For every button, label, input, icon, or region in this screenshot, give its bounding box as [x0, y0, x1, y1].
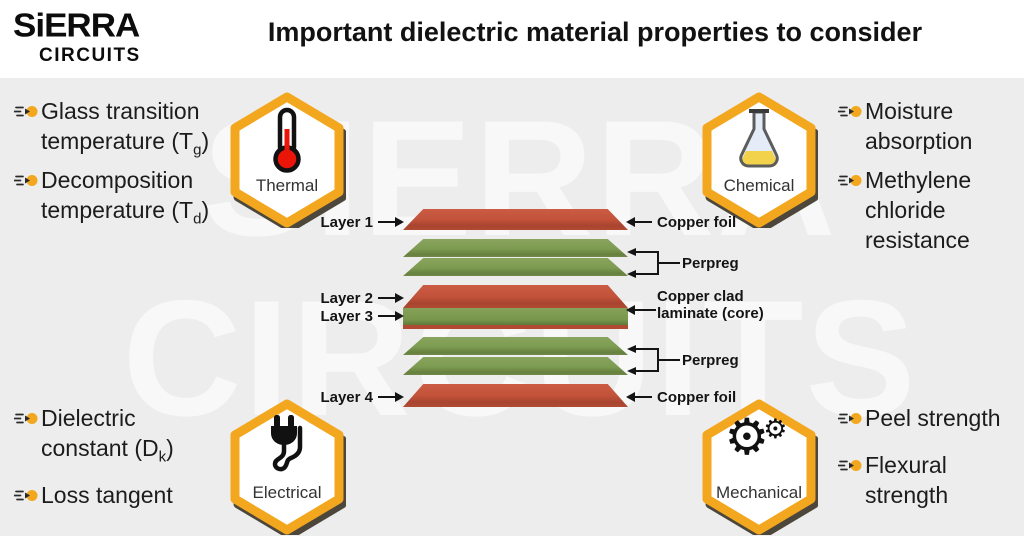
arrow-left-icon — [626, 392, 652, 402]
list-item: Moisture absorption — [837, 96, 1024, 156]
hexagon-label-mechanical: Mechanical — [716, 483, 802, 502]
sierra-circuits-logo: SiERRA CIRCUITS — [13, 8, 141, 65]
thermometer-icon — [228, 107, 346, 173]
hexagon-label-thermal: Thermal — [255, 176, 319, 195]
dart-bullet-icon — [13, 104, 38, 124]
label-perpreg-bottom: Perpreg — [682, 352, 739, 369]
dart-bullet-icon — [13, 411, 38, 431]
arrow-right-icon — [378, 311, 404, 321]
arrow-right-icon — [378, 392, 404, 402]
dart-bullet-icon — [13, 488, 38, 508]
property-text: Loss tangent — [41, 482, 173, 508]
hexagon-outline — [702, 399, 818, 535]
label-layer-1: Layer 1 — [296, 213, 404, 231]
hexagon-thermal: Thermal — [228, 92, 346, 228]
label-perpreg-top: Perpreg — [682, 255, 739, 272]
property-text: Dielectric constant (Dk) — [41, 405, 174, 466]
core-copper-top — [403, 285, 628, 308]
gears-icon: ⚙⚙ — [724, 408, 788, 466]
list-item: Methylene chloride resistance — [837, 165, 1024, 255]
arrow-left-icon — [626, 305, 656, 315]
layer1-copper-foil-sheet — [403, 209, 628, 230]
prepreg-sheet — [403, 337, 628, 355]
arrow-right-icon — [378, 293, 404, 303]
logo-text-sierra: SiERRA — [13, 6, 140, 45]
label-core: Copper clad laminate (core) — [657, 288, 764, 322]
prepreg-sheet — [403, 239, 628, 257]
hexagon-mechanical: ⚙⚙ Mechanical — [700, 399, 818, 535]
electrical-properties-list: Dielectric constant (Dk) Loss tangent — [13, 403, 244, 519]
list-item: Decomposition temperature (Td) — [13, 165, 244, 228]
page-title: Important dielectric material properties… — [267, 17, 923, 47]
label-layer-2: Layer 2 — [296, 289, 404, 307]
flask-icon — [700, 107, 818, 171]
dart-bullet-icon — [13, 173, 38, 193]
list-item: Dielectric constant (Dk) — [13, 403, 244, 466]
power-plug-icon — [228, 414, 346, 478]
arrow-left-icon — [626, 217, 652, 227]
core-laminate-body — [403, 308, 628, 325]
label-copper-foil-top: Copper foil — [626, 213, 736, 231]
logo-text-circuits: CIRCUITS — [39, 45, 141, 66]
hexagon-electrical: Electrical — [228, 399, 346, 535]
perpreg-bracket-top — [627, 248, 680, 278]
thermal-properties-list: Glass transition temperature (Tg) Decomp… — [13, 96, 244, 234]
hexagon-label-electrical: Electrical — [252, 483, 322, 502]
property-text: Decomposition temperature (Td) — [41, 167, 210, 228]
hexagon-chemical: Chemical — [700, 92, 818, 228]
prepreg-sheet — [403, 357, 628, 375]
property-text: Methylene chloride resistance — [865, 167, 972, 253]
dart-bullet-icon — [837, 458, 862, 478]
label-layer-4: Layer 4 — [296, 388, 404, 406]
dart-bullet-icon — [837, 173, 862, 193]
layer4-copper-foil-sheet — [403, 384, 628, 407]
dart-bullet-icon — [837, 104, 862, 124]
core-copper-bottom — [403, 325, 628, 329]
perpreg-bracket-bottom — [627, 345, 680, 375]
list-item: Peel strength — [837, 403, 1024, 433]
hexagon-label-chemical: Chemical — [723, 176, 795, 195]
list-item: Glass transition temperature (Tg) — [13, 96, 244, 159]
dart-bullet-icon — [837, 411, 862, 431]
label-layer-3: Layer 3 — [296, 307, 404, 325]
chemical-properties-list: Moisture absorption Methylene chloride r… — [837, 96, 1024, 264]
property-text: Flexural strength — [865, 452, 949, 508]
label-copper-foil-bottom: Copper foil — [626, 388, 736, 406]
property-text: Moisture absorption — [865, 98, 973, 154]
arrow-right-icon — [378, 217, 404, 227]
prepreg-sheet — [403, 258, 628, 276]
list-item: Loss tangent — [13, 480, 244, 510]
property-text: Glass transition temperature (Tg) — [41, 98, 210, 159]
property-text: Peel strength — [865, 405, 1001, 431]
list-item: Flexural strength — [837, 450, 1024, 510]
mechanical-properties-list: Peel strength Flexural strength — [837, 403, 1024, 519]
